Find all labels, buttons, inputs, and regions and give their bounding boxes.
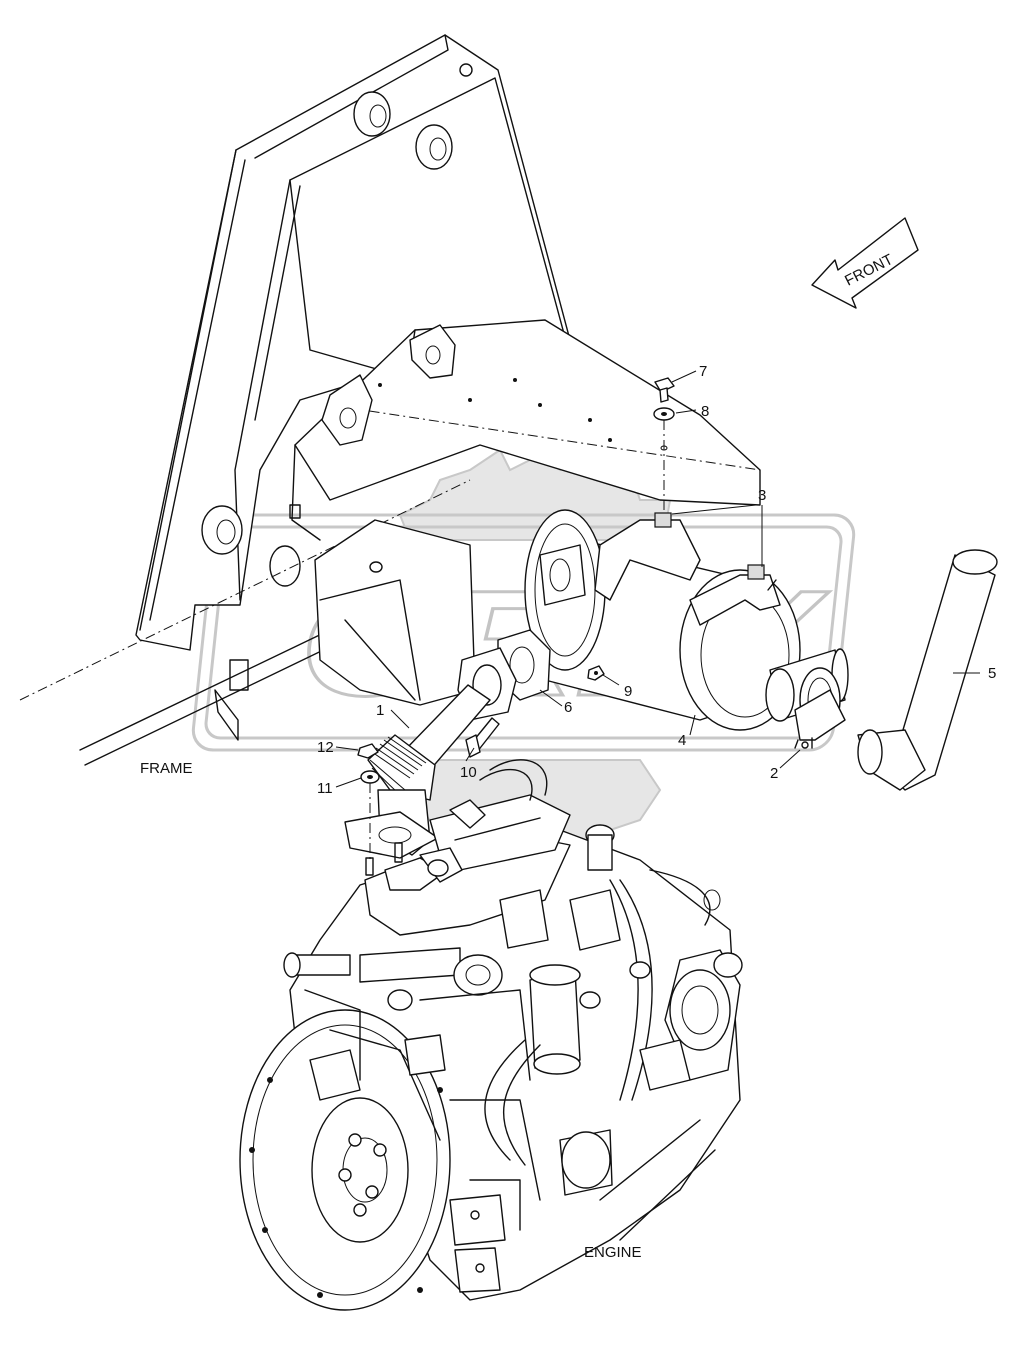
callout-leaders (335, 370, 980, 788)
callout-8: 8 (701, 403, 709, 420)
exhaust-pipe-assembly (344, 629, 551, 859)
engine-assembly (239, 759, 743, 1311)
callout-4: 4 (678, 732, 686, 749)
callout-7: 7 (699, 363, 707, 380)
callout-5: 5 (988, 665, 996, 682)
callout-2: 2 (770, 765, 778, 782)
frame-assembly (19, 34, 761, 766)
callout-10: 10 (460, 764, 477, 781)
callout-3: 3 (758, 487, 766, 504)
front-direction-arrow: FRONT (811, 217, 919, 309)
fasteners (357, 377, 675, 876)
frame-label: FRAME (140, 760, 193, 777)
callout-11: 11 (317, 780, 333, 797)
callout-1: 1 (376, 702, 384, 719)
muffler-assembly (524, 509, 849, 731)
callout-6: 6 (564, 699, 572, 716)
callout-12: 12 (317, 739, 334, 756)
tail-pipe-assembly (794, 549, 998, 791)
callout-9: 9 (624, 683, 632, 700)
callout-labels: 1 2 3 4 5 6 7 8 9 10 11 12 (317, 363, 996, 797)
engine-label: ENGINE (584, 1244, 642, 1261)
